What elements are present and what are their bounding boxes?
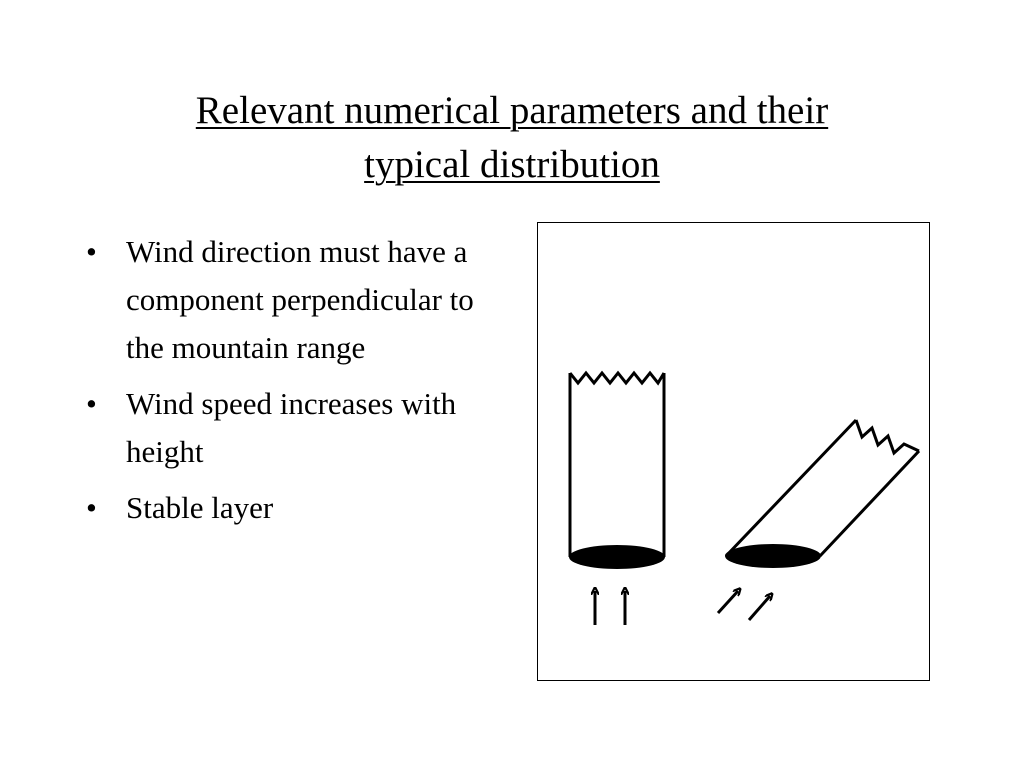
vertical-column-sides (568, 373, 666, 557)
tilted-column-jagged-top (854, 419, 920, 456)
bullet-item-wind-speed: • Wind speed increases with height (84, 380, 504, 476)
bullet-list: • Wind direction must have a component p… (84, 228, 504, 540)
diagonal-wind-arrows (716, 591, 770, 621)
up-right-arrow-icon (716, 591, 738, 615)
air-column-diagram (568, 370, 921, 625)
bullet-marker: • (86, 234, 97, 269)
tilted-air-column (724, 418, 921, 568)
vertical-air-column (568, 370, 666, 569)
tilted-column-base (725, 544, 821, 568)
title-line-2: typical distribution (364, 143, 660, 186)
title-line-1: Relevant numerical parameters and their (195, 89, 829, 132)
vertical-column-base (569, 545, 665, 569)
bullet-marker: • (86, 386, 97, 421)
bullet-text: Stable layer (126, 490, 274, 525)
vertical-column-jagged-top (568, 370, 666, 386)
bullet-text: Wind speed increases with height (126, 386, 457, 469)
upward-wind-arrows (595, 591, 625, 625)
bullet-item-stable-layer: • Stable layer (84, 484, 504, 532)
up-right-arrow-icon (747, 596, 770, 621)
air-column-figure (537, 222, 930, 681)
bullet-item-wind-direction: • Wind direction must have a component p… (84, 228, 504, 372)
bullet-text: Wind direction must have a component per… (126, 234, 474, 365)
slide-title: Relevant numerical parameters and their … (112, 84, 912, 192)
bullet-marker: • (86, 490, 97, 525)
tilted-column-sides (724, 418, 921, 558)
